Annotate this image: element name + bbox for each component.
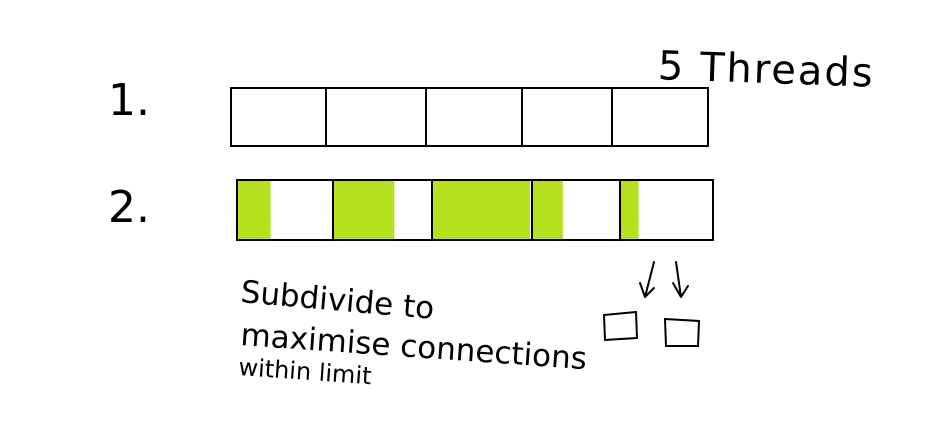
row-2-filled-segment [432,180,530,240]
row-1-label: 1. [108,75,150,126]
row-2-filled-segment [237,180,271,240]
sub-box-2 [663,317,701,347]
row-1-bar [230,87,709,147]
arrow-down-left-icon [639,261,655,298]
row-2-filled-segment [333,180,395,240]
row-2-label: 2. [108,182,150,233]
row-2-bar [236,179,714,241]
row-1-outline [230,87,709,147]
arrows [639,261,689,298]
row-2-filled-segment [620,180,639,240]
arrow-down-right-icon [672,261,689,298]
sub-boxes [602,310,701,347]
row-2-outline [236,179,714,241]
sub-box-1 [602,310,639,342]
caption: Subdivide to maximise connections within… [238,274,589,390]
row-2-filled-segment [532,180,563,240]
